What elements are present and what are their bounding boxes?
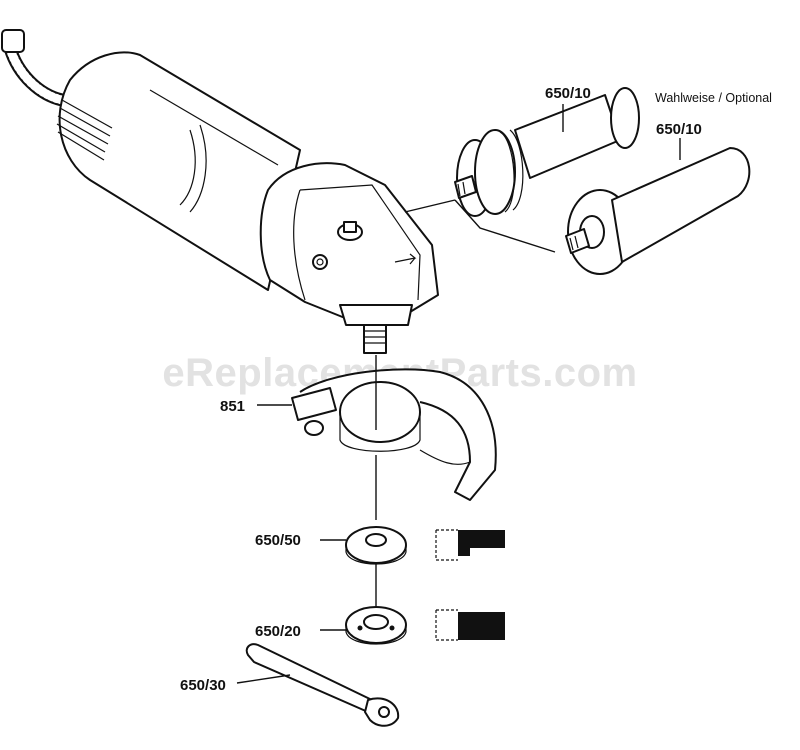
label-spanner-650-30: 650/30	[180, 677, 226, 694]
label-handle-650-10-a: 650/10	[545, 85, 591, 102]
handle-leader-line	[404, 199, 456, 213]
angle-grinder-body	[1, 29, 439, 354]
label-guard-851: 851	[220, 398, 245, 415]
clamp-nut-profile-icon	[435, 609, 505, 641]
auxiliary-handle-1	[454, 87, 640, 217]
auxiliary-handle-2	[565, 147, 751, 275]
label-flange-650-50: 650/50	[255, 532, 301, 549]
mounting-flange	[345, 526, 407, 565]
pin-spanner	[245, 643, 400, 727]
wheel-guard	[291, 368, 497, 501]
handle-optional-bracket	[454, 199, 556, 253]
optional-note: Wahlweise / Optional	[655, 91, 772, 105]
label-clamp-nut-650-20: 650/20	[255, 623, 301, 640]
clamp-nut	[345, 606, 407, 645]
leader-lines	[236, 104, 681, 684]
label-handle-650-10-b: 650/10	[656, 121, 702, 138]
flange-profile-icon	[435, 529, 505, 561]
